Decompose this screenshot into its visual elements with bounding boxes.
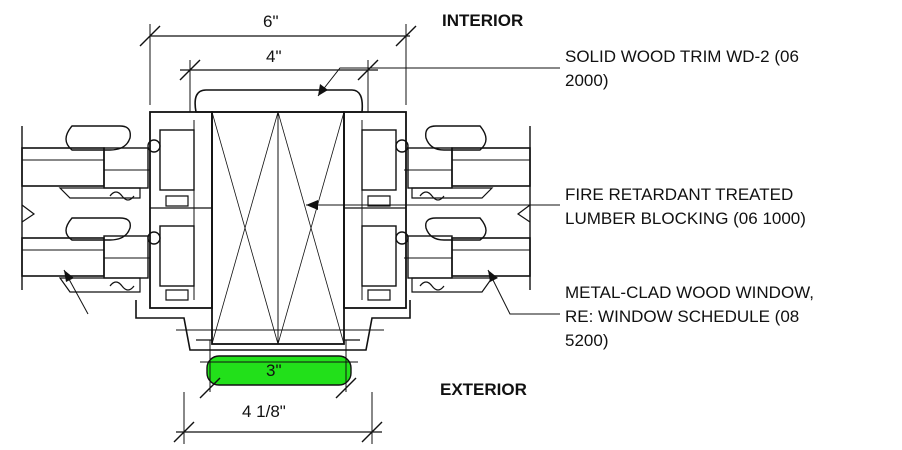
callout-window-line3: 5200) bbox=[565, 331, 608, 350]
dimension-highlight-width-text: 3" bbox=[266, 361, 282, 380]
callout-blocking-line1: FIRE RETARDANT TREATED bbox=[565, 185, 793, 204]
left-window-frame bbox=[21, 125, 150, 293]
interior-label: INTERIOR bbox=[442, 11, 523, 30]
exterior-label: EXTERIOR bbox=[440, 380, 527, 399]
callout-trim-line2: 2000) bbox=[565, 71, 608, 90]
mullion-frame-right bbox=[343, 111, 409, 309]
dimension-highlight-width: 3" bbox=[199, 340, 358, 399]
dimension-sill-width-text: 4 1/8" bbox=[242, 402, 286, 421]
callout-trim-line1: SOLID WOOD TRIM WD-2 (06 bbox=[565, 47, 799, 66]
exterior-sill bbox=[135, 300, 411, 351]
callout-window-line2: RE: WINDOW SCHEDULE (08 bbox=[565, 307, 799, 326]
mullion-frame-left bbox=[147, 111, 213, 309]
dimension-overall-width: 6" bbox=[139, 12, 417, 105]
highlight-box bbox=[206, 355, 352, 386]
dimension-sill-width: 4 1/8" bbox=[173, 392, 383, 444]
lumber-blocking bbox=[211, 111, 345, 345]
leader-solid-wood-trim bbox=[317, 67, 560, 97]
leader-blocking bbox=[306, 200, 560, 210]
wood-trim bbox=[194, 89, 364, 113]
dimension-overall-width-text: 6" bbox=[263, 12, 279, 31]
leader-window bbox=[63, 269, 560, 315]
dimension-trim-width: 4" bbox=[179, 47, 379, 112]
callout-window-line1: METAL-CLAD WOOD WINDOW, bbox=[565, 283, 814, 302]
right-window-frame bbox=[404, 125, 531, 293]
dimension-trim-width-text: 4" bbox=[266, 47, 282, 66]
callout-blocking-line2: LUMBER BLOCKING (06 1000) bbox=[565, 209, 806, 228]
